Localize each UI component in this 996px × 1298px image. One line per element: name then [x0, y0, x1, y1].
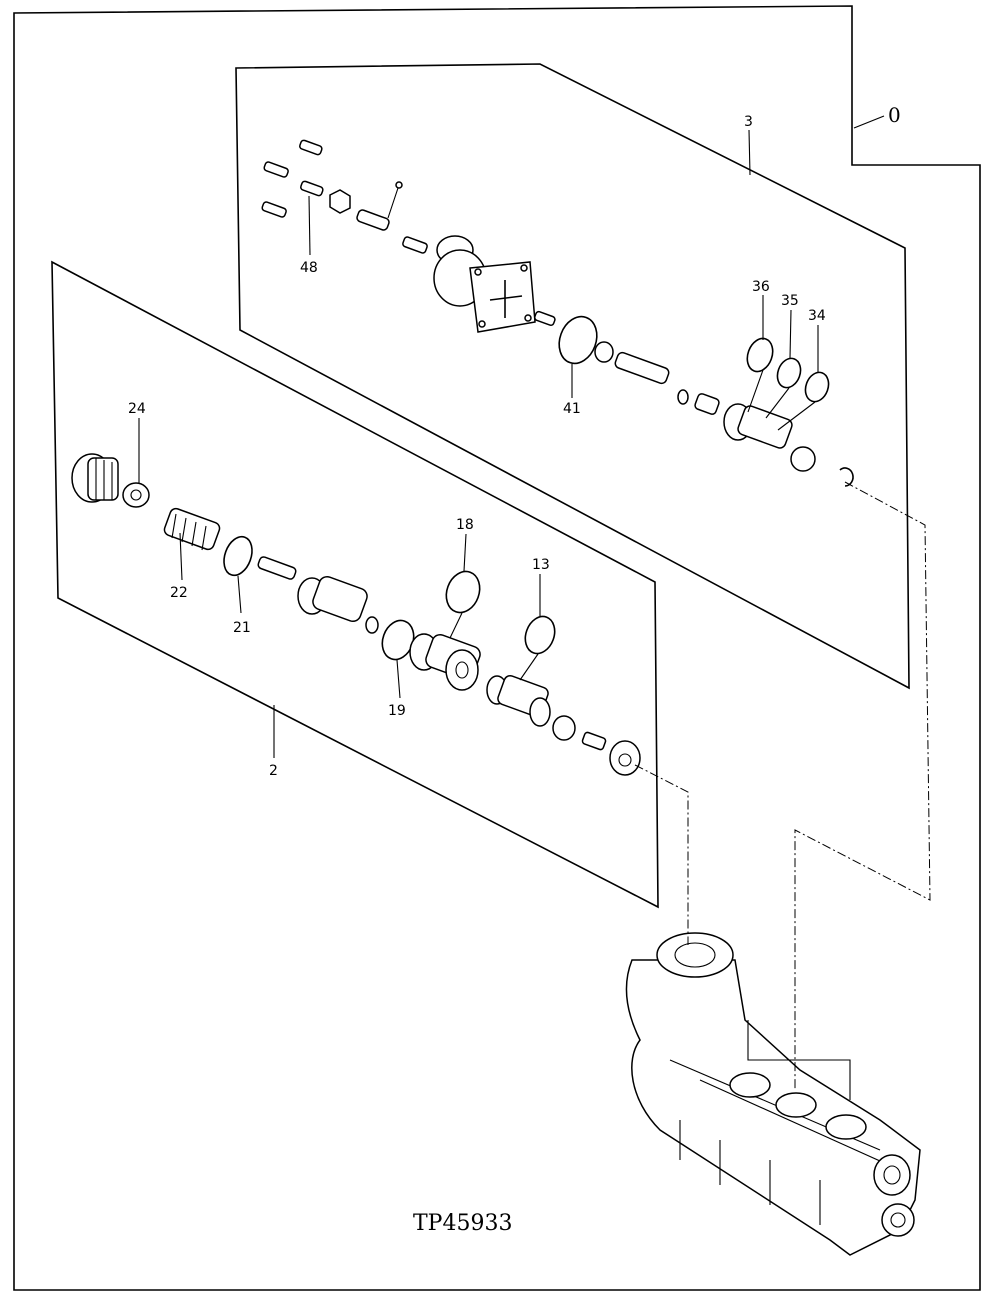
panel-2-parts	[71, 453, 641, 776]
spring-small-2	[533, 310, 556, 327]
spring-small-3	[581, 731, 607, 751]
plug	[790, 446, 816, 472]
callout-41: 41	[563, 401, 581, 417]
panel-3-parts	[261, 139, 854, 487]
callout-36: 36	[752, 279, 770, 295]
figure-id: TP45933	[413, 1211, 512, 1236]
callout-19: 19	[388, 703, 406, 719]
callout-22: 22	[170, 585, 188, 601]
o-ring-18	[445, 570, 481, 614]
callout-13: 13	[532, 557, 550, 573]
callout-48: 48	[300, 260, 318, 276]
nut	[329, 189, 351, 214]
callout-0: 0	[888, 103, 901, 127]
spring-22	[163, 507, 221, 551]
o-ring-36	[746, 337, 774, 373]
seat	[552, 715, 576, 741]
valve-body	[625, 932, 921, 1256]
solenoid-valve	[433, 235, 536, 333]
callout-18: 18	[456, 517, 474, 533]
spring-medium	[694, 393, 720, 415]
spool	[486, 674, 551, 727]
assembly-boundary	[13, 5, 981, 1291]
washer-24	[122, 482, 150, 508]
sleeve	[409, 633, 481, 691]
kit-panel-2	[51, 260, 659, 909]
o-ring-34	[804, 371, 830, 403]
cap-plug	[71, 453, 119, 503]
callout-3: 3	[744, 114, 753, 130]
assembly-path-panel3	[794, 481, 931, 1090]
poppet-housing	[297, 575, 379, 634]
pin	[257, 556, 297, 580]
screw	[261, 139, 324, 218]
o-ring-13	[524, 615, 556, 655]
set-screw	[356, 209, 390, 231]
callout-2: 2	[269, 763, 278, 779]
snap-ring	[839, 467, 854, 487]
poppet	[614, 351, 670, 385]
assembly-path-panel2	[634, 764, 689, 945]
o-ring-35	[776, 357, 802, 389]
callout-24: 24	[128, 401, 146, 417]
end-plug	[609, 740, 641, 776]
o-ring-21	[223, 535, 253, 577]
callout-34: 34	[808, 308, 826, 324]
washer	[594, 341, 614, 363]
callout-35: 35	[781, 293, 799, 309]
o-ring-41	[558, 315, 598, 365]
spring-small	[402, 236, 428, 254]
callout-21: 21	[233, 620, 251, 636]
kit-panel-3	[235, 63, 910, 690]
callouts: 0 3 48 36 35 34 41 24 22 21 18 13 19 2	[128, 103, 901, 779]
valve-sleeve	[723, 403, 793, 449]
leader-lines	[138, 115, 885, 758]
